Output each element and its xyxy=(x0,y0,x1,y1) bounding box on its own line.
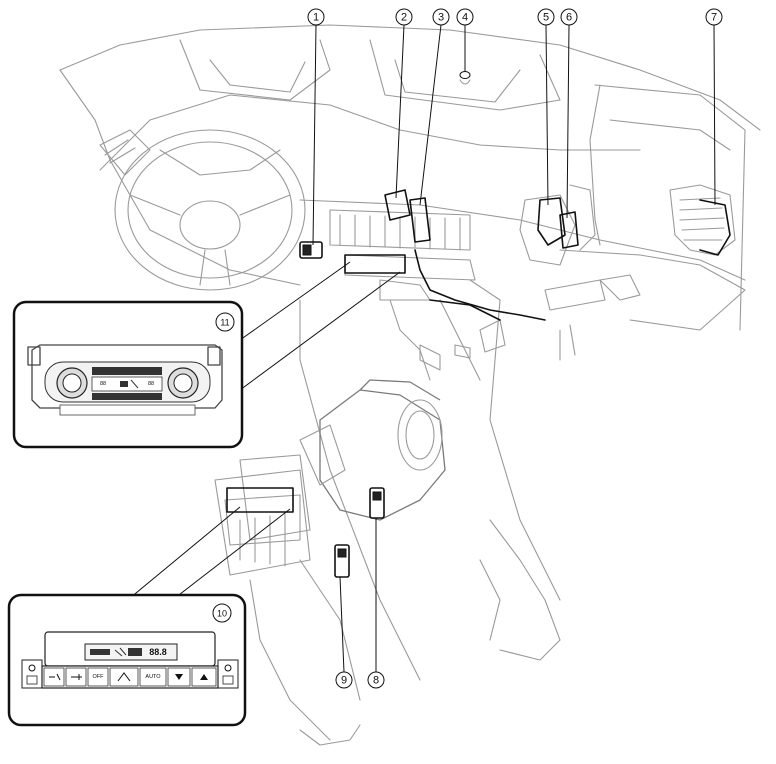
callout-8: 8 xyxy=(367,671,385,689)
callout-3: 3 xyxy=(432,8,450,26)
svg-text:6: 6 xyxy=(566,12,572,24)
component-1 xyxy=(299,241,323,259)
rear-control-panel-location xyxy=(226,487,294,513)
front-display-right-temp: 88 xyxy=(148,381,154,387)
component-9 xyxy=(334,544,350,578)
rear-auto-button: AUTO xyxy=(139,667,167,687)
callout-2: 2 xyxy=(395,8,413,26)
svg-text:8: 8 xyxy=(373,675,379,687)
callout-numbers: 1 2 3 4 5 6 7 8 9 xyxy=(307,8,723,689)
dashboard-outline xyxy=(59,24,761,331)
callout-6: 6 xyxy=(560,8,578,26)
rear-display-temp: 88.8 xyxy=(149,647,167,657)
svg-text:7: 7 xyxy=(711,12,717,24)
svg-text:2: 2 xyxy=(401,12,407,24)
svg-text:11: 11 xyxy=(220,318,229,328)
front-upper-button-row xyxy=(92,367,162,375)
callout-7: 7 xyxy=(705,8,723,26)
component-5 xyxy=(537,197,566,246)
component-3 xyxy=(409,197,431,243)
inset-11-front-control-panel: 11 88 88 xyxy=(12,300,244,449)
svg-text:5: 5 xyxy=(543,12,549,24)
svg-text:OFF: OFF xyxy=(93,674,105,680)
callout-5: 5 xyxy=(537,8,555,26)
svg-text:9: 9 xyxy=(341,675,347,687)
front-lower-button-row xyxy=(92,393,162,400)
front-control-panel-location xyxy=(344,254,406,274)
svg-text:4: 4 xyxy=(462,12,468,24)
callout-9: 9 xyxy=(335,671,353,689)
rear-mode-button xyxy=(109,667,139,687)
hvac-unit-ducting xyxy=(214,379,561,746)
center-console-upper xyxy=(299,209,561,681)
svg-text:3: 3 xyxy=(438,12,444,24)
rear-fan-up-button xyxy=(65,667,87,687)
rear-temp-down-button xyxy=(167,667,191,687)
front-display-left-temp: 88 xyxy=(100,381,106,387)
callout-1: 1 xyxy=(307,8,325,26)
component-4 xyxy=(459,71,471,79)
component-8 xyxy=(369,487,385,519)
svg-text:10: 10 xyxy=(217,609,227,619)
rear-temp-up-button xyxy=(191,667,217,687)
callout-4: 4 xyxy=(456,8,474,26)
inset-10-rear-control-panel: 10 88.8 OFF xyxy=(7,593,247,727)
highlighted-components xyxy=(226,71,731,578)
rear-fan-down-button xyxy=(43,667,65,687)
leader-lines xyxy=(129,24,716,673)
svg-text:AUTO: AUTO xyxy=(145,674,161,680)
component-2 xyxy=(384,189,411,221)
rear-off-button: OFF xyxy=(87,667,109,687)
svg-text:1: 1 xyxy=(313,12,319,24)
component-6 xyxy=(559,211,579,249)
passenger-dash xyxy=(519,184,746,361)
component-7 xyxy=(699,199,731,256)
steering-wheel xyxy=(114,129,306,291)
